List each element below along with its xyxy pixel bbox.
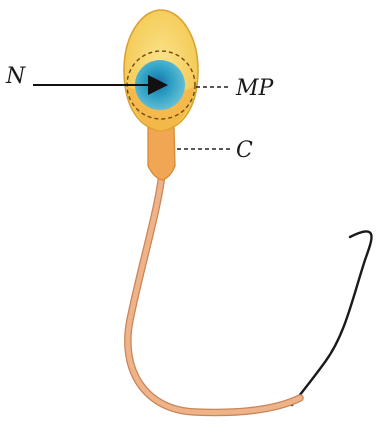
label-n: N — [5, 64, 26, 89]
tail-end — [292, 231, 372, 405]
label-c: C — [236, 138, 253, 163]
midpiece — [148, 127, 175, 180]
label-mp: MP — [235, 76, 275, 101]
